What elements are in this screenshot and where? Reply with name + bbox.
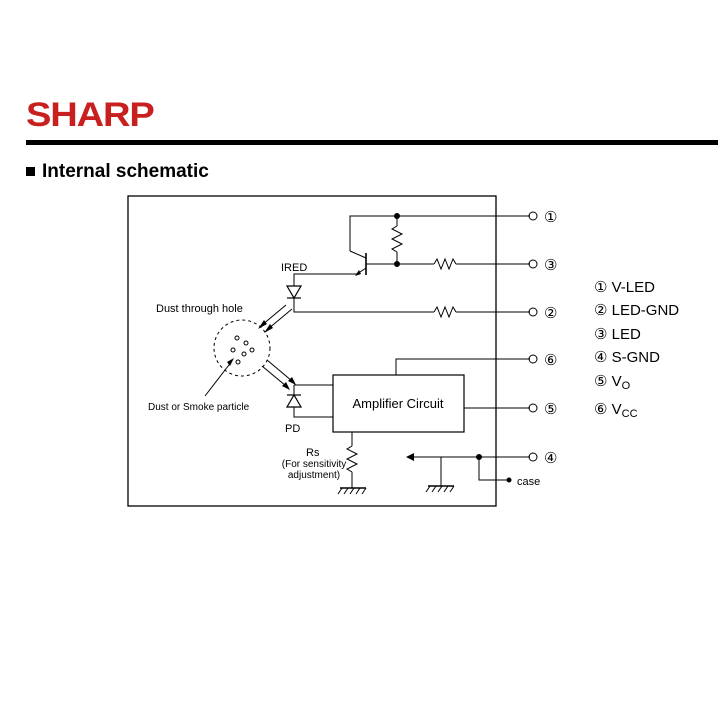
- rs-label: Rs: [306, 447, 320, 459]
- legend-item: ④ S-GND: [594, 349, 660, 367]
- pin-5-label: ⑤: [544, 401, 557, 418]
- pd-label: PD: [285, 423, 300, 435]
- wire-vled: [349, 215, 530, 251]
- sharp-logo: SHARP: [26, 96, 155, 134]
- legend-item: ⑥ VCC: [594, 401, 638, 421]
- ground-icon: [425, 485, 455, 493]
- pin-1-label: ①: [544, 209, 557, 226]
- resistor-ledgnd: [433, 305, 457, 319]
- legend-item: ⑤ VO: [594, 372, 631, 392]
- resistor-rs: [345, 445, 359, 473]
- ired-diode-icon: [285, 285, 303, 300]
- transistor-collector: [349, 250, 367, 259]
- pin-terminals: [528, 211, 538, 462]
- section-title: Internal schematic: [42, 161, 209, 182]
- pd-diode-icon: [285, 393, 303, 408]
- amplifier-label: Amplifier Circuit: [352, 396, 443, 411]
- bullet-square-icon: [26, 167, 35, 176]
- ground-icon: [337, 487, 367, 495]
- dust-hole-label: Dust through hole: [156, 303, 243, 315]
- pin-2-label: ②: [544, 305, 557, 322]
- pin-3-label: ③: [544, 257, 557, 274]
- rs-note-line1: (For sensitivity: [282, 459, 346, 470]
- case-label: case: [517, 476, 540, 488]
- pin-6-label: ⑥: [544, 352, 557, 369]
- legend-item: ② LED-GND: [594, 302, 680, 320]
- legend-item: ① V-LED: [594, 279, 655, 296]
- resistor-led: [433, 257, 457, 271]
- particle-label: Dust or Smoke particle: [148, 402, 250, 413]
- pin-4-label: ④: [544, 450, 557, 467]
- legend-item: ③ LED: [594, 325, 641, 343]
- resistor-pullup: [390, 225, 404, 253]
- section-heading: Internal schematic: [26, 161, 209, 183]
- header-rule: [26, 140, 718, 145]
- dust-hole-circle: [213, 319, 271, 377]
- pin-legend: ① V-LED ② LED-GND ③ LED ④ S-GND ⑤ VO ⑥ V…: [594, 276, 679, 426]
- schematic-frame: [127, 195, 497, 507]
- amplifier-circuit-box: [332, 374, 465, 433]
- rs-note-line2: adjustment): [288, 470, 340, 481]
- ired-label: IRED: [281, 262, 307, 274]
